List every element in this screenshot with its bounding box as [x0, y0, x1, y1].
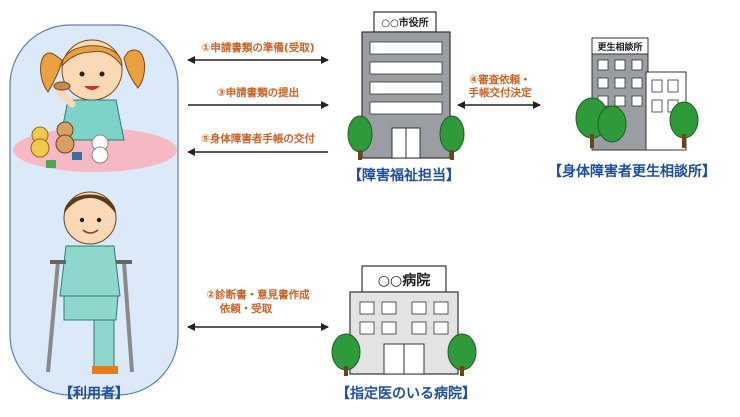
step4-label-line2: 手帳交付決定	[469, 86, 532, 99]
step2-label-line1: ②診断書・意見書作成	[206, 288, 310, 301]
hospital-label: 【指定医のいる病院】	[336, 385, 476, 402]
step3-label: ③申請書類の提出	[217, 86, 299, 99]
user-label: 【利用者】	[59, 385, 129, 402]
step5-label: ⑤身体障害者手帳の交付	[201, 132, 315, 145]
step4-label-line1: ④審査依頼・	[469, 73, 530, 86]
step2-label-line2: 依頼・受取	[220, 302, 273, 315]
city-office-sign: ○○市役所	[381, 16, 428, 29]
consult-center-label: 【身体障害者更生相談所】	[548, 163, 716, 180]
consult-center-building-illustration: 更生相談所	[575, 37, 699, 151]
girl-with-toys-illustration	[13, 39, 177, 172]
consult-center-sign: 更生相談所	[597, 41, 642, 53]
boy-with-crutches-illustration	[46, 191, 134, 374]
hospital-sign: ○○病院	[378, 272, 430, 289]
city-dept-label: 【障害福祉担当】	[348, 167, 460, 184]
hospital-building-illustration: ○○病院	[331, 265, 477, 376]
city-office-building-illustration: ○○市役所	[347, 11, 465, 160]
step1-label: ①申請書類の準備(受取)	[202, 41, 315, 54]
